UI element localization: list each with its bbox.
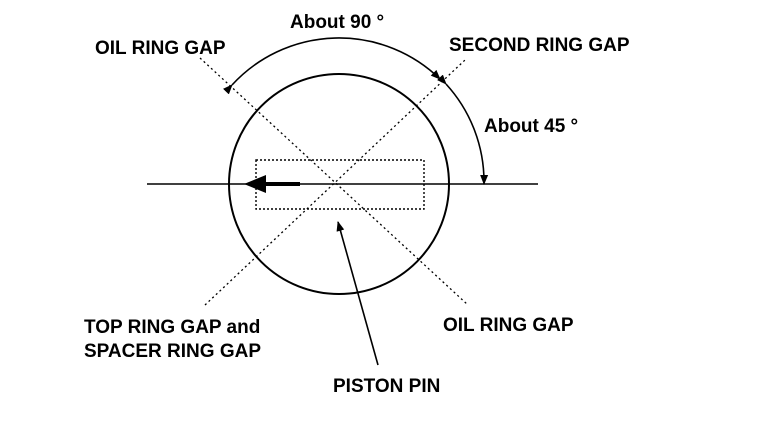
angle-90-arc	[222, 37, 441, 95]
ring-gap-line	[204, 59, 466, 306]
about-90-label: About 90 °	[290, 12, 384, 33]
piston-pin-label: PISTON PIN	[333, 376, 440, 397]
angle-45-arc	[436, 74, 489, 185]
oil-ring-gap-bottom-label: OIL RING GAP	[443, 315, 574, 336]
piston-pin-leader	[336, 221, 379, 366]
second-ring-gap-label: SECOND RING GAP	[449, 35, 630, 56]
about-45-label: About 45 °	[484, 116, 578, 137]
top-ring-gap-label-line1: TOP RING GAP and	[84, 317, 260, 338]
oil-ring-gap-top-label: OIL RING GAP	[95, 38, 226, 59]
oil-ring-gap-line	[199, 57, 469, 306]
front-direction-arrowhead	[244, 175, 266, 193]
top-ring-gap-label-line2: SPACER RING GAP	[84, 341, 261, 362]
